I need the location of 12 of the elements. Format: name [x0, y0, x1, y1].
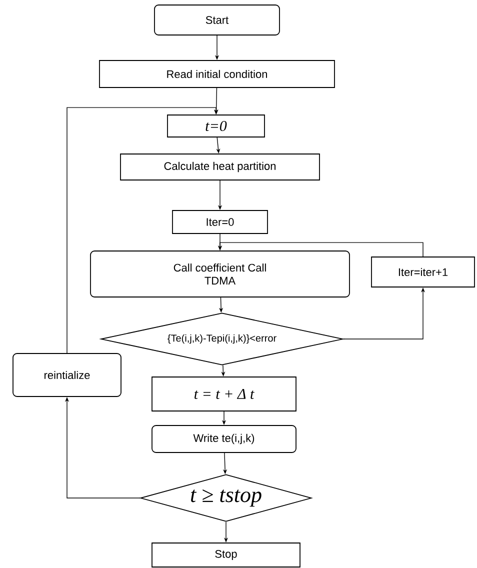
process-box: Iter=0: [172, 210, 268, 234]
process-box: Call coefficient Call TDMA: [90, 250, 350, 298]
process-box: Stop: [152, 542, 300, 568]
process-box: Iter=iter+1: [371, 256, 475, 288]
process-box: Write te(i,j,k): [152, 425, 296, 453]
process-box: reintialize: [12, 353, 122, 397]
arrow: [66, 107, 218, 354]
process-box: t = t + Δ t: [152, 376, 296, 412]
process-box: t=0: [167, 114, 265, 138]
process-box: Start: [154, 4, 280, 36]
process-box: Calculate heat partition: [120, 154, 320, 180]
process-box: Read initial condition: [99, 60, 335, 88]
